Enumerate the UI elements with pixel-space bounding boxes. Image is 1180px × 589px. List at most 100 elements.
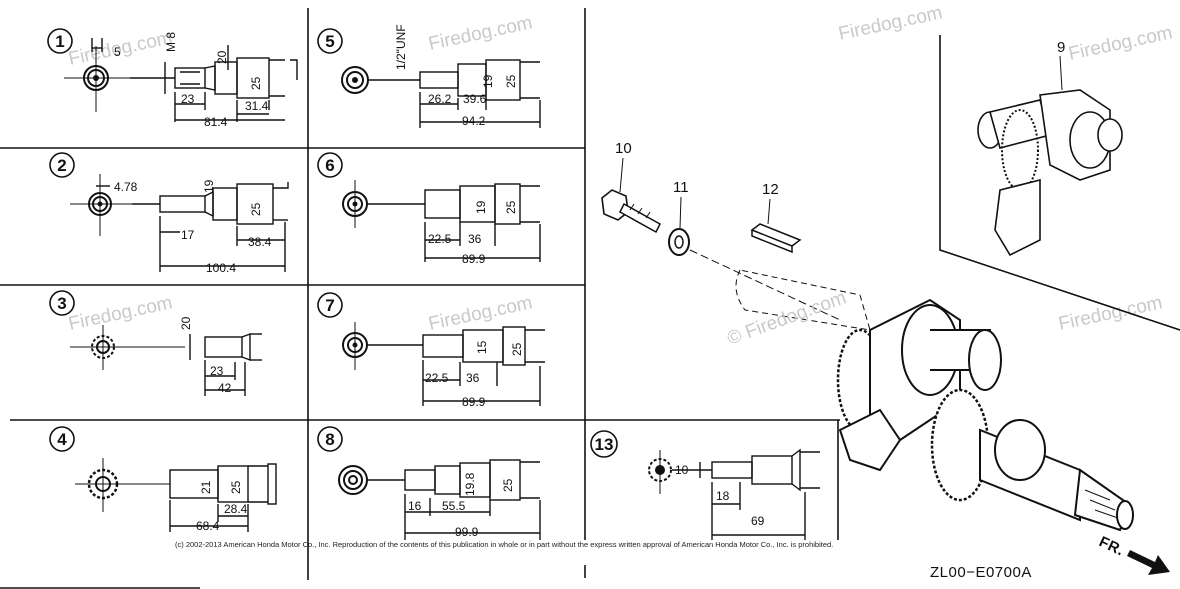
dim-label: 18 [716,489,730,503]
dim-label: 19 [481,74,495,88]
dim-label: 17 [181,228,195,242]
shaft-profile [91,38,298,122]
end-view [341,66,369,94]
panel-6: 6 19 25 22.5 36 89.9 [317,152,541,266]
dim-label: 42 [218,381,232,395]
shaft-profile [367,183,541,262]
dim-label: 25 [504,74,518,88]
bolt-10: 10 [601,140,661,234]
panel-2: 2 4.78 19 25 17 38.4 10 [49,152,289,275]
dim-label: 20 [215,50,229,64]
dim-label: 25 [501,478,515,492]
panel-13: 13 10 18 69 [590,430,820,540]
dim-label: 39.6 [463,92,487,106]
dim-label: 15 [475,340,489,354]
shaft-profile [367,459,541,540]
dim-label: 68.4 [196,519,220,533]
dim-label: 25 [510,342,524,356]
watermark: Firedog.com [67,292,175,334]
dim-label: 5 [114,45,121,59]
watermark: Firedog.com [1057,292,1165,334]
end-view [342,180,368,228]
shaft-profile [169,463,277,532]
panel-number: 13 [595,435,614,454]
washer-11: 11 [668,179,690,256]
shaft-profile [672,448,820,540]
crankshaft-main [836,298,1134,532]
dim-label: 94.2 [462,114,486,128]
copyright-text: (c) 2002-2013 American Honda Motor Co., … [175,540,833,549]
panel-7: 7 15 25 22.5 36 89.9 [317,292,545,409]
callout-label: 12 [762,181,779,198]
panel-4: 4 21 25 28.4 68.4 [49,426,277,533]
dim-label: 69 [751,514,765,528]
shaft-profile [368,59,541,128]
key-12: 12 [750,181,802,254]
end-view [338,465,368,495]
crankshaft-detail-9: 9 [939,35,1180,331]
dim-label: 1/2"UNF [394,24,408,70]
dim-label: 19 [202,179,216,193]
end-view [342,322,368,370]
dim-label: 23 [181,92,195,106]
dim-label: 26.2 [428,92,452,106]
callout-label: 10 [615,140,632,157]
dim-label: 22.5 [425,371,449,385]
panel-3: 3 20 23 42 [49,290,262,396]
dim-label: 100.4 [206,261,236,275]
dim-label: 28.4 [224,502,248,516]
end-view [648,450,672,494]
watermark: Firedog.com [427,12,535,54]
dim-label: 4.78 [114,180,138,194]
watermark: © Firedog.com [725,287,850,349]
dim-label: 25 [249,76,263,90]
shaft-profile [367,326,545,406]
diagram-code: ZL00−E0700A [930,564,1032,581]
panel-number: 2 [57,156,66,175]
dim-label: 19.8 [463,472,477,496]
dim-label: 89.9 [462,395,486,409]
shaft-profile [189,332,262,396]
dim-label: 55.5 [442,499,466,513]
callout-label: 9 [1057,39,1065,56]
front-label: FR. [1096,533,1126,559]
dim-label: 22.5 [428,232,452,246]
dim-label: 23 [210,364,224,378]
panel-number: 4 [57,430,67,449]
dim-label: 21 [199,480,213,494]
shaft-profile [96,182,289,272]
panel-number: 7 [325,296,334,315]
panel-number: 8 [325,430,334,449]
panel-grid [0,8,840,589]
callout-label: 11 [673,179,689,196]
panel-number: 5 [325,32,334,51]
end-view [70,174,132,236]
dim-label: 25 [229,480,243,494]
dim-label: 99.9 [455,525,479,539]
panel-1: 1 5 M 8 20 25 [47,28,298,129]
dim-label: M 8 [164,32,178,52]
end-view [64,46,130,112]
watermark: Firedog.com [427,292,535,334]
dim-label: 19 [474,200,488,214]
end-view [70,325,185,370]
panel-number: 3 [57,294,66,313]
dim-label: 31.4 [245,99,269,113]
dim-label: 25 [504,200,518,214]
dim-label: 36 [466,371,480,385]
watermark: Firedog.com [1067,22,1175,64]
dim-label: 16 [408,499,422,513]
watermark: Firedog.com [837,2,945,44]
dim-label: 20 [179,316,193,330]
assembly-line [689,249,841,321]
dim-label: 10 [675,463,689,477]
panel-number: 1 [55,32,64,51]
end-view [75,458,170,512]
dim-label: 38.4 [248,235,272,249]
panel-5: 5 1/2"UNF 19 25 26.2 39.6 94.2 [317,24,541,128]
dim-label: 89.9 [462,252,486,266]
panel-8: 8 19.8 25 16 55.5 99.9 [317,426,541,540]
dim-label: 36 [468,232,482,246]
arrow-icon [1127,550,1170,575]
